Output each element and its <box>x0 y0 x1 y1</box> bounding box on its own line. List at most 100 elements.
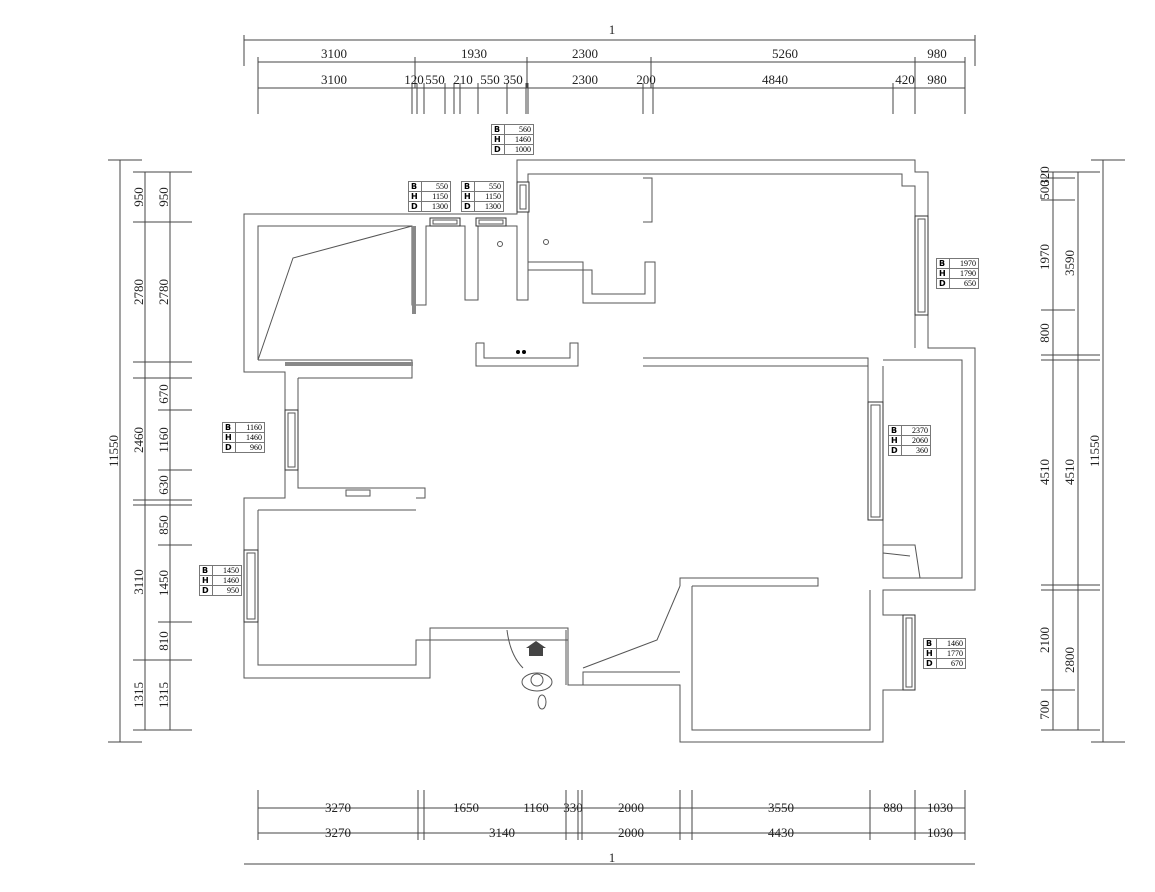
dimension-label: 950 <box>156 187 171 207</box>
spec-key: D <box>923 658 937 669</box>
dimension-label: 1160 <box>156 427 171 453</box>
dimension-label: 1315 <box>131 682 146 708</box>
dimension-label: 2100 <box>1037 627 1052 653</box>
dimension-label: 3140 <box>489 825 515 840</box>
spec-value: 1450 <box>212 565 242 576</box>
entry-diagonal <box>582 585 681 669</box>
dimension-label: 2000 <box>618 800 644 815</box>
dimension-label: 3550 <box>768 800 794 815</box>
spec-key: D <box>408 201 422 212</box>
spec-key: H <box>408 191 422 202</box>
dimension-label: 1450 <box>156 570 171 596</box>
spec-value: 1770 <box>936 648 966 659</box>
spec-value: 1790 <box>949 268 979 279</box>
window <box>867 401 884 521</box>
kitchen-island <box>475 342 579 367</box>
dimension-label: 11550 <box>1087 435 1102 467</box>
spec-value: 550 <box>421 181 451 192</box>
dimension-label: 3270 <box>325 800 351 815</box>
dimension-label: 3590 <box>1062 250 1077 276</box>
door-swing <box>506 629 524 669</box>
spec-value: 1150 <box>421 191 451 202</box>
dimension-label: 1970 <box>1037 244 1052 270</box>
dimension-label: 1160 <box>523 800 549 815</box>
spec-key: H <box>461 191 475 202</box>
inner-wall-left <box>258 359 413 379</box>
spec-value: 950 <box>212 585 242 596</box>
dimension-label: 810 <box>156 631 171 651</box>
spec-value: 360 <box>901 445 931 456</box>
spec-key: H <box>936 268 950 279</box>
spec-value: 1460 <box>936 638 966 649</box>
spec-value: 1460 <box>235 432 265 443</box>
dimension-label: 420 <box>895 72 915 87</box>
drain-icon <box>543 239 549 245</box>
inner-wall-left3 <box>257 510 568 666</box>
spec-key: B <box>461 181 475 192</box>
dimension-label: 320 <box>1037 166 1052 186</box>
dimension-label: 1650 <box>453 800 479 815</box>
spec-key: H <box>222 432 236 443</box>
spec-key: D <box>222 442 236 453</box>
closet-right <box>883 544 921 579</box>
kitchen-counter <box>528 261 656 304</box>
window <box>284 409 299 471</box>
entrance-arrow-icon <box>526 641 546 656</box>
window <box>475 217 507 227</box>
window <box>902 614 916 691</box>
dimension-label: 120 <box>404 72 424 87</box>
spec-key: H <box>923 648 937 659</box>
window <box>914 215 929 316</box>
window <box>243 549 259 623</box>
bedroom-closet <box>257 225 413 361</box>
spec-value: 1300 <box>421 201 451 212</box>
radiator <box>345 489 371 497</box>
dimension-label: 1030 <box>927 825 953 840</box>
dimension-label: 2000 <box>618 825 644 840</box>
spec-value: 560 <box>504 124 534 135</box>
spec-key: B <box>888 425 902 436</box>
dimension-label: 2780 <box>156 279 171 305</box>
dimension-label: 800 <box>1037 323 1052 343</box>
dimension-label: 500 <box>1037 180 1052 200</box>
spec-key: D <box>461 201 475 212</box>
dimension-label: 4840 <box>762 72 788 87</box>
dimension-label: 2300 <box>572 46 598 61</box>
dimension-label: 200 <box>636 72 656 87</box>
spec-key: B <box>222 422 236 433</box>
spec-key: H <box>199 575 213 586</box>
dimension-label: 980 <box>927 46 947 61</box>
window <box>516 181 530 213</box>
dimension-label: 1 <box>609 22 616 37</box>
spec-key: B <box>491 124 505 135</box>
partition-top <box>643 357 869 520</box>
spec-value: 550 <box>474 181 504 192</box>
dimension-label: 2460 <box>131 427 146 453</box>
dimension-label: 3270 <box>325 825 351 840</box>
spec-value: 1460 <box>504 134 534 145</box>
dimension-label: 3100 <box>321 72 347 87</box>
spec-key: B <box>199 565 213 576</box>
dimension-label: 700 <box>1037 700 1052 720</box>
spec-value: 670 <box>936 658 966 669</box>
spec-key: H <box>888 435 902 446</box>
spec-value: 1300 <box>474 201 504 212</box>
person-icon <box>521 672 553 710</box>
outer-wall <box>243 159 976 743</box>
spec-key: H <box>491 134 505 145</box>
dimension-label: 550 <box>425 72 445 87</box>
dimension-label: 1 <box>609 850 616 865</box>
spec-value: 1160 <box>235 422 265 433</box>
window <box>429 217 461 227</box>
burner-icon <box>516 350 520 354</box>
dimension-label: 550 <box>480 72 500 87</box>
dimension-label: 880 <box>883 800 903 815</box>
drain-icon <box>497 241 503 247</box>
